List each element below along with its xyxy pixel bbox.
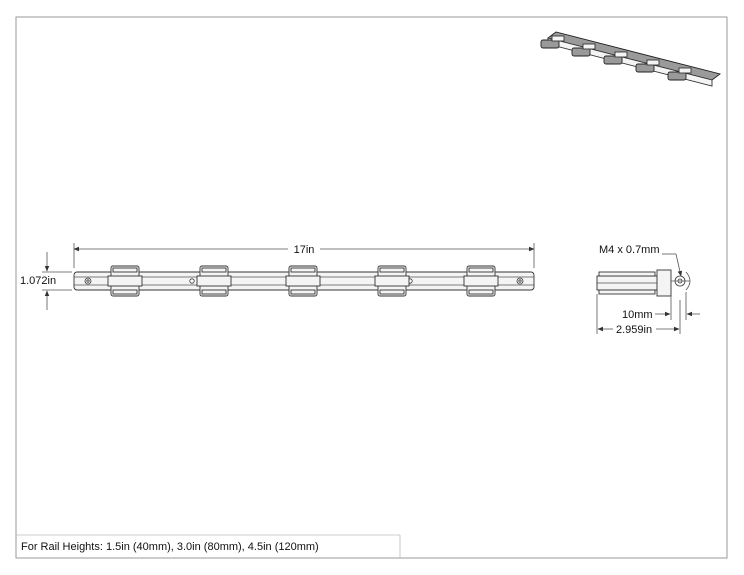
length-dimension: 17in	[73, 243, 535, 268]
isometric-view	[540, 31, 722, 87]
clamp-4	[374, 265, 410, 297]
depth-label: 2.959in	[616, 324, 652, 336]
sheet-border	[15, 16, 728, 559]
clamp-3	[285, 265, 321, 297]
iso-clamp-1	[540, 35, 565, 49]
clamp-1	[107, 265, 143, 297]
thread-callout: M4 x 0.7mm	[599, 244, 683, 277]
mount-hole-mid-1	[189, 278, 195, 284]
iso-clamp-3	[603, 51, 628, 65]
iso-clamp-2	[571, 43, 596, 57]
clamp-2	[196, 265, 232, 297]
side-view	[596, 269, 691, 297]
iso-clamp-5	[667, 67, 692, 81]
front-view	[73, 265, 535, 297]
rail-heights-note: For Rail Heights: 1.5in (40mm), 3.0in (8…	[21, 541, 319, 553]
thread-label: M4 x 0.7mm	[599, 244, 660, 256]
height-label: 1.072in	[20, 275, 56, 287]
height-dimension: 1.072in	[20, 252, 72, 310]
length-label: 17in	[294, 244, 315, 256]
side-clamp	[656, 269, 672, 297]
depth-dimension: 2.959in	[596, 294, 681, 336]
clamp-5	[463, 265, 499, 297]
offset-dimension: 10mm	[622, 292, 700, 321]
offset-label: 10mm	[622, 309, 653, 321]
iso-clamp-4	[635, 59, 660, 73]
